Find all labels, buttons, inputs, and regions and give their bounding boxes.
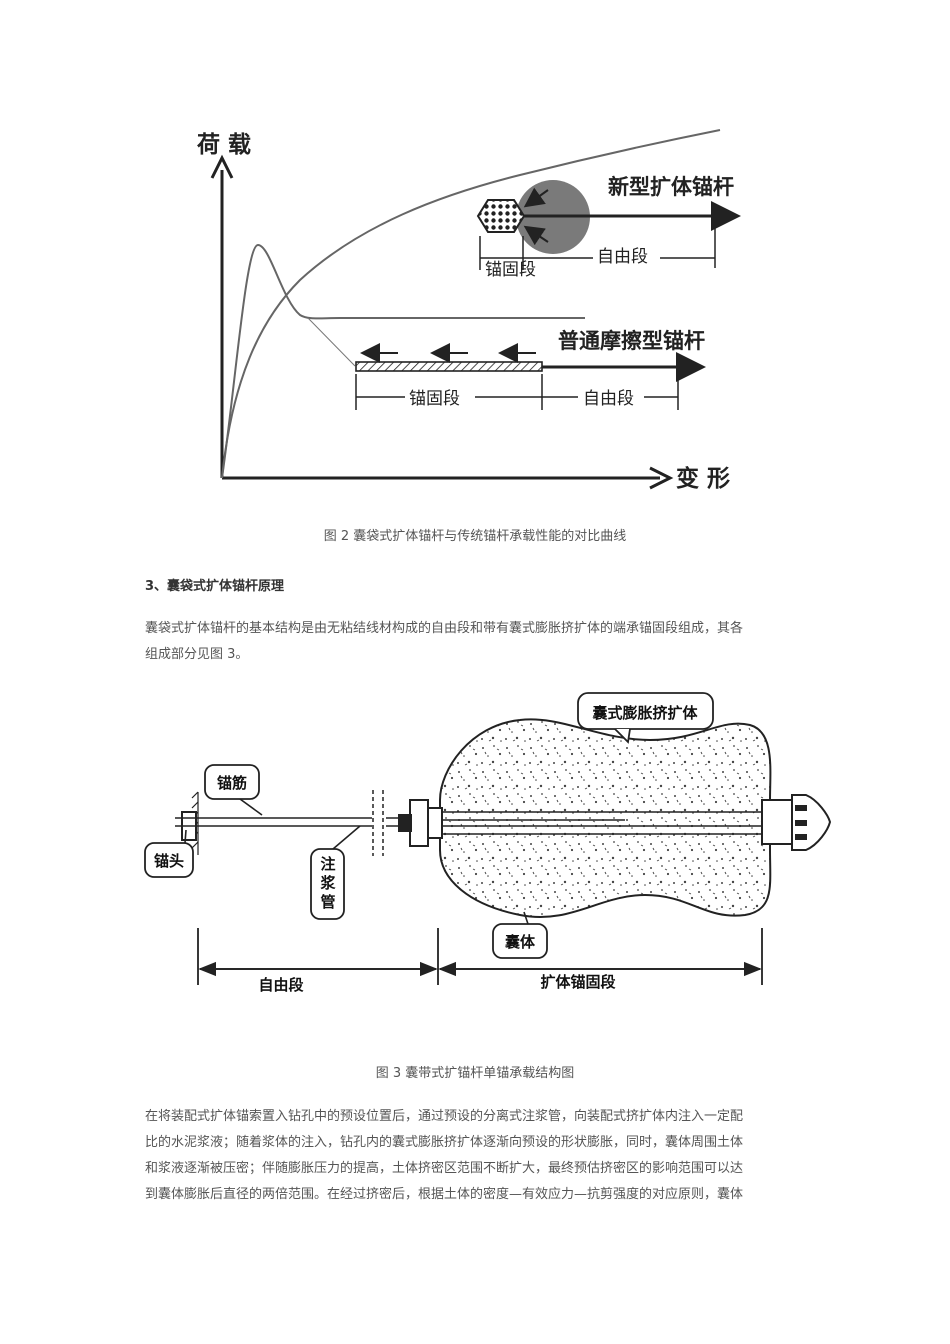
x-axis (222, 466, 674, 490)
leader-line (307, 317, 356, 367)
anchorage-section-label: 扩体锚固段 (540, 973, 615, 991)
grout-pipe-label: 注浆管 (320, 855, 336, 911)
anchorage-hexagon (476, 199, 526, 233)
force-arrow-upper (523, 187, 549, 208)
body-paragraph: 在将装配式扩体锚索置入钻孔中的预设位置后，通过预设的分离式注浆管，向装配式挤扩体… (145, 1104, 810, 1208)
common-anchor-anchorage-label: 锚固段 (409, 389, 460, 409)
section-heading: 3、囊袋式扩体锚杆原理 (145, 579, 285, 594)
right-sleeve (761, 799, 793, 845)
intro-line: 囊袋式扩体锚杆的基本结构是由无粘结线材构成的自由段和带有囊式膨胀挤扩体的端承锚固… (145, 621, 744, 636)
y-axis (210, 154, 234, 478)
free-section-label: 自由段 (258, 976, 303, 994)
common-anchor-curve (221, 243, 585, 479)
body-line: 在将装配式扩体锚索置入钻孔中的预设位置后，通过预设的分离式注浆管，向装配式挤扩体… (145, 1109, 744, 1124)
intro-paragraph: 囊袋式扩体锚杆的基本结构是由无粘结线材构成的自由段和带有囊式膨胀挤扩体的端承锚固… (145, 616, 810, 668)
common-anchor-dimensions (355, 374, 679, 410)
common-anchor-hatched-bar (355, 361, 543, 372)
bar-label: 锚筋 (217, 774, 247, 792)
common-anchor-label: 普通摩擦型锚杆 (558, 329, 705, 353)
callout-bag (492, 911, 548, 959)
end-bolts (795, 805, 807, 840)
callout-bar (204, 764, 263, 816)
figure-3-dimensions (197, 928, 763, 985)
left-sleeve (427, 807, 443, 839)
wall-hatching (191, 791, 199, 855)
new-anchor-label: 新型扩体锚杆 (608, 175, 734, 199)
intro-line: 组成部分见图 3。 (145, 647, 249, 662)
new-anchor-free-label: 自由段 (597, 247, 648, 267)
bag-label: 囊体 (504, 933, 536, 951)
left-coupler-inner (398, 814, 412, 832)
body-line: 和浆液逐渐被压密；伴随膨胀压力的提高，土体挤密区范围不断扩大，最终预估挤密区的影… (145, 1161, 744, 1176)
figure-3-caption: 图 3 囊带式扩锚杆单锚承载结构图 (375, 1066, 575, 1081)
left-coupler (409, 799, 429, 847)
anchor-bar-free-section (175, 817, 410, 827)
new-anchor-curve (221, 129, 721, 479)
figure-2-caption: 图 2 囊袋式扩体锚杆与传统锚杆承载性能的对比曲线 (323, 529, 627, 544)
callout-expander (577, 692, 714, 744)
expander-body (439, 718, 772, 918)
body-line: 到囊体膨胀后直径的两倍范围。在经过挤密后，根据土体的密度—有效应力—抗剪强度的对… (145, 1187, 744, 1202)
anchor-bar-anchorage-section (442, 811, 790, 835)
x-axis-label: 变 形 (676, 465, 730, 492)
body-line: 比的水泥浆液；随着浆体的注入，钻孔内的囊式膨胀挤扩体逐渐向预设的形状膨胀，同时，… (145, 1135, 744, 1150)
force-arrow-lower (523, 225, 549, 246)
y-axis-label: 荷 载 (197, 132, 251, 158)
new-anchor-dimensions (479, 222, 716, 270)
expander-label: 囊式膨胀挤扩体 (591, 704, 698, 722)
end-cone (791, 794, 832, 851)
figure-2-diagram: 新型扩体锚杆 锚固段 自由段 普通摩擦型锚杆 锚固段 自由段 荷 载 变 形 (197, 129, 741, 492)
anchor-head-plate (181, 811, 197, 841)
head-label: 锚头 (154, 852, 184, 870)
common-anchor-free-label: 自由段 (583, 389, 634, 409)
callout-head (144, 829, 194, 878)
cut-marks (372, 790, 384, 856)
new-anchor-anchorage-label: 锚固段 (485, 260, 536, 280)
